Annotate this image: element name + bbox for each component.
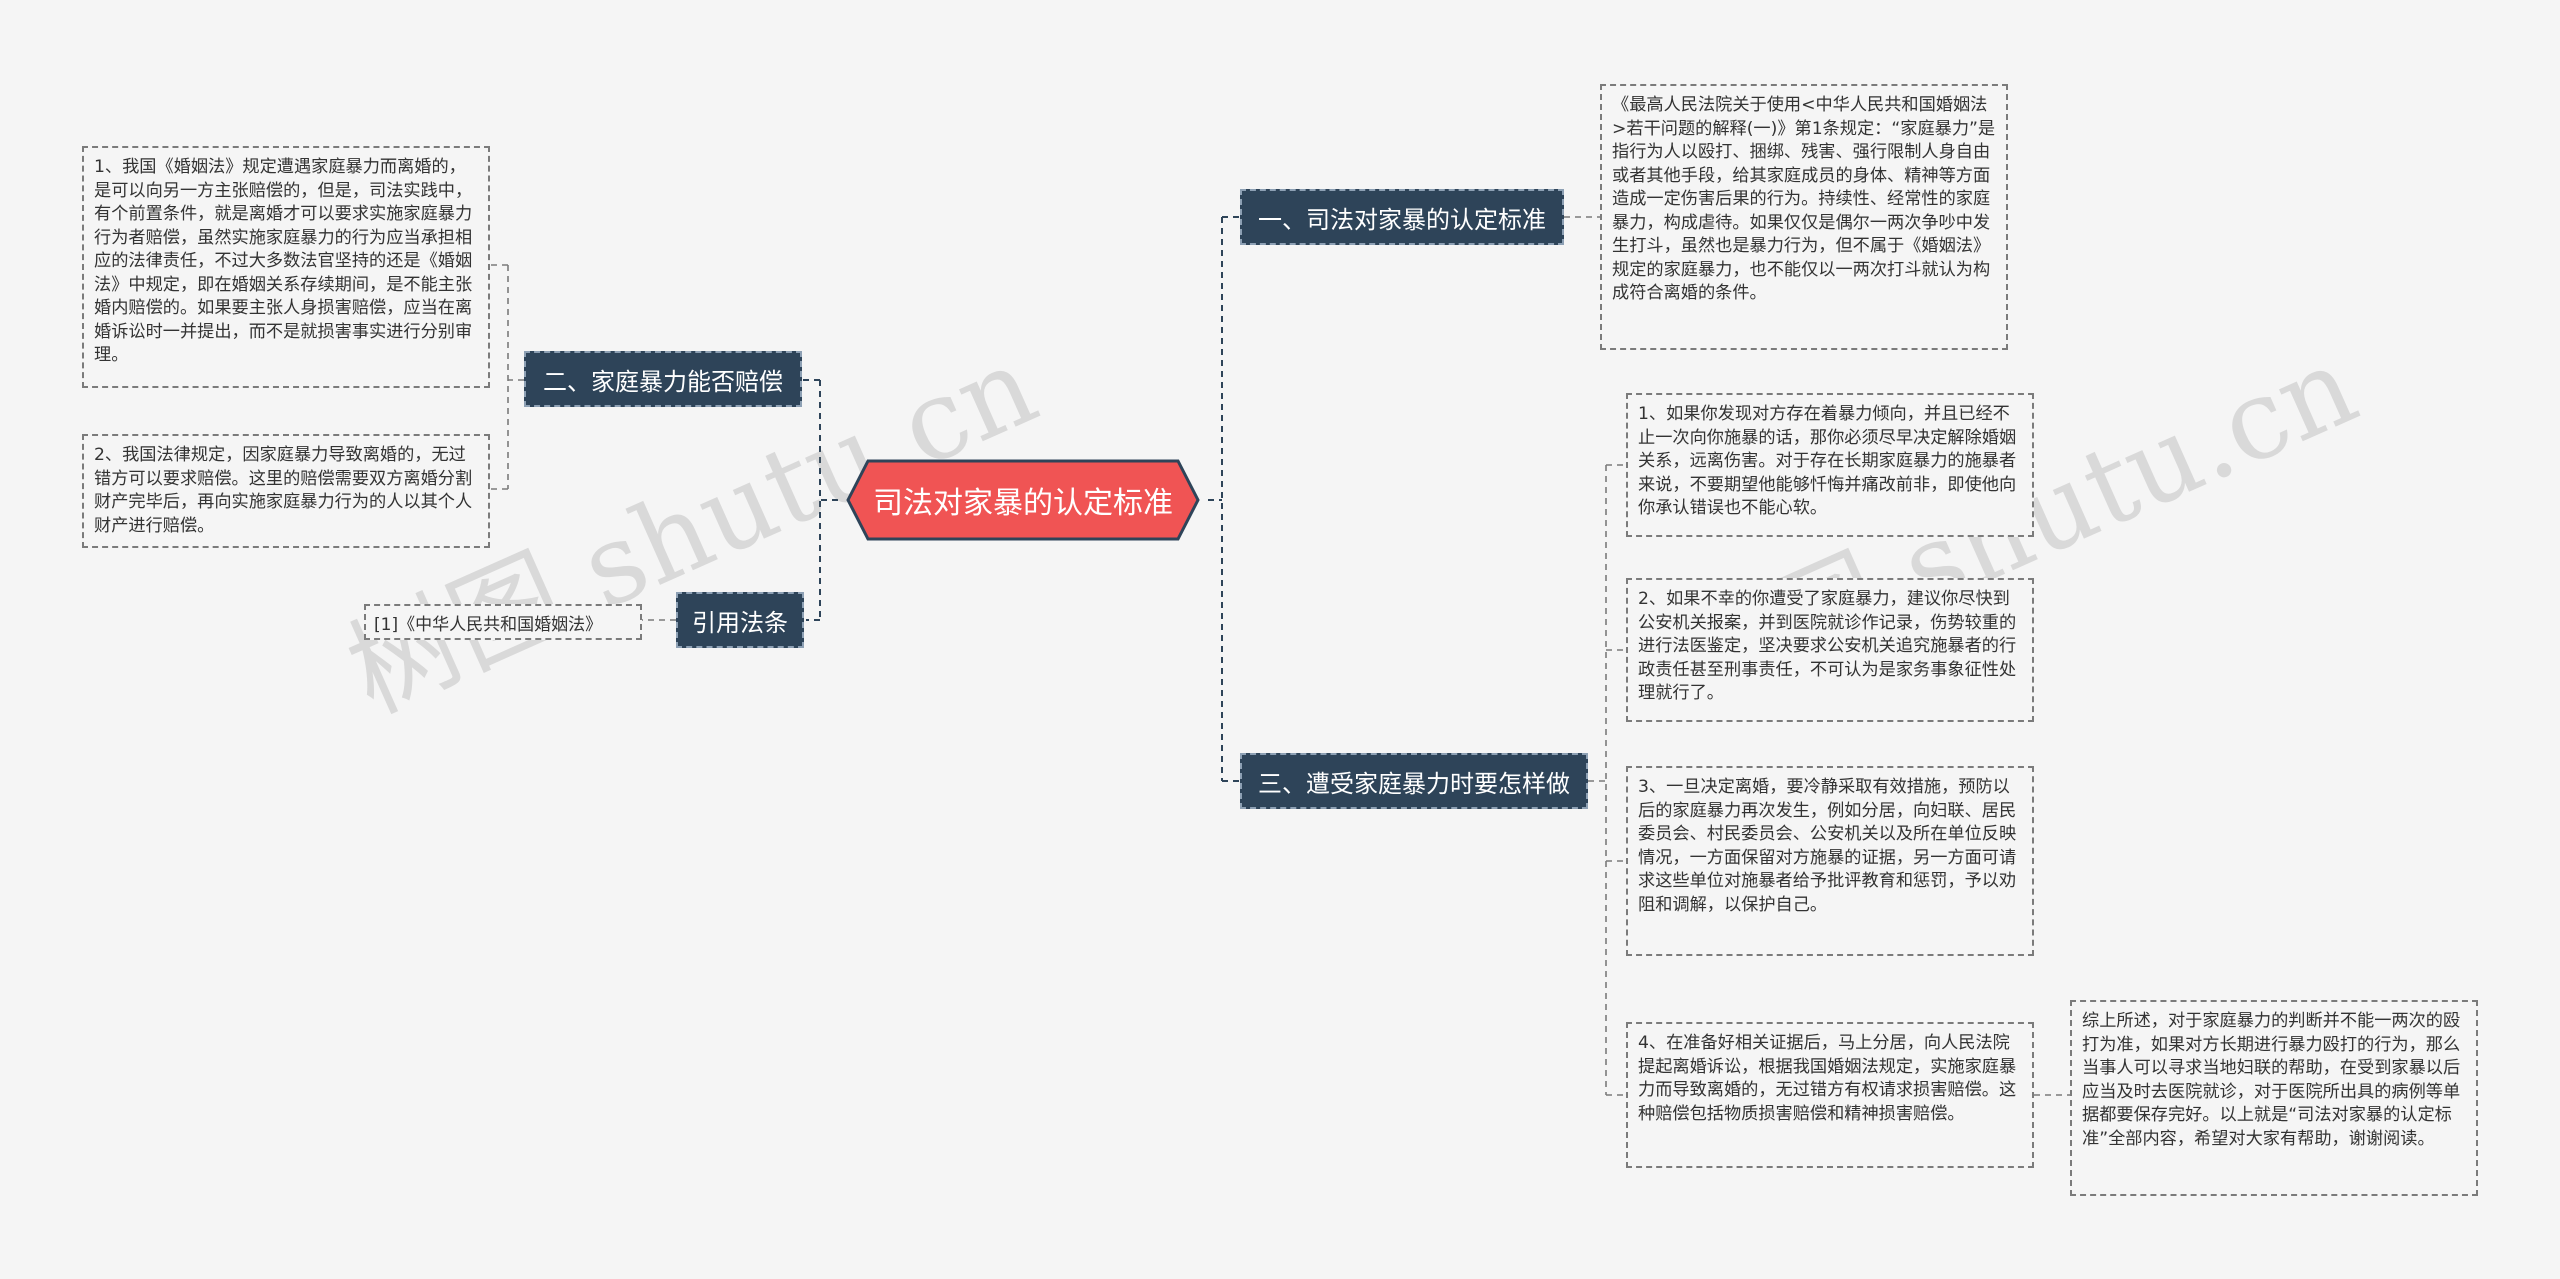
central-topic[interactable]: 司法对家暴的认定标准 [838,458,1208,542]
connector-center-right [1208,216,1240,782]
note-conclusion: 综上所述，对于家庭暴力的判断并不能一两次的殴打为准，如果对方长期进行暴力殴打的行… [2070,1000,2478,1196]
branch-compensation[interactable]: 二、家庭暴力能否赔偿 [524,351,802,407]
central-topic-label: 司法对家暴的认定标准 [873,486,1173,521]
note-compensation-1: 1、我国《婚姻法》规定遭遇家庭暴力而离婚的，是可以向另一方主张赔偿的，但是，司法… [82,146,490,388]
reference-marriage-law[interactable]: [1]《中华人民共和国婚姻法》 [364,604,642,640]
branch-what-to-do[interactable]: 三、遭受家庭暴力时要怎样做 [1240,753,1588,809]
connector-b2-notes [490,264,524,490]
note-action-1: 1、如果你发现对方存在着暴力倾向，并且已经不止一次向你施暴的话，那你必须尽早决定… [1626,393,2034,537]
note-compensation-2: 2、我国法律规定，因家庭暴力导致离婚的，无过错方可以要求赔偿。这里的赔偿需要双方… [82,434,490,548]
branch-cited-law[interactable]: 引用法条 [676,592,804,648]
note-action-4: 4、在准备好相关证据后，马上分居，向人民法院提起离婚诉讼，根据我国婚姻法规定，实… [1626,1022,2034,1168]
note-judicial-definition: 《最高人民法院关于使用<中华人民共和国婚姻法>若干问题的解释(一)》第1条规定：… [1600,84,2008,350]
note-action-2: 2、如果不幸的你遭受了家庭暴力，建议你尽快到公安机关报案，并到医院就诊作记录，伤… [1626,578,2034,722]
note-action-3: 3、一旦决定离婚，要冷静采取有效措施，预防以后的家庭暴力再次发生，例如分居，向妇… [1626,766,2034,956]
branch-judicial-standard[interactable]: 一、司法对家暴的认定标准 [1240,189,1564,245]
central-topic-shape [846,459,1200,541]
connector-b3-notes [1588,464,1626,1096]
connector-center-left [796,379,838,621]
